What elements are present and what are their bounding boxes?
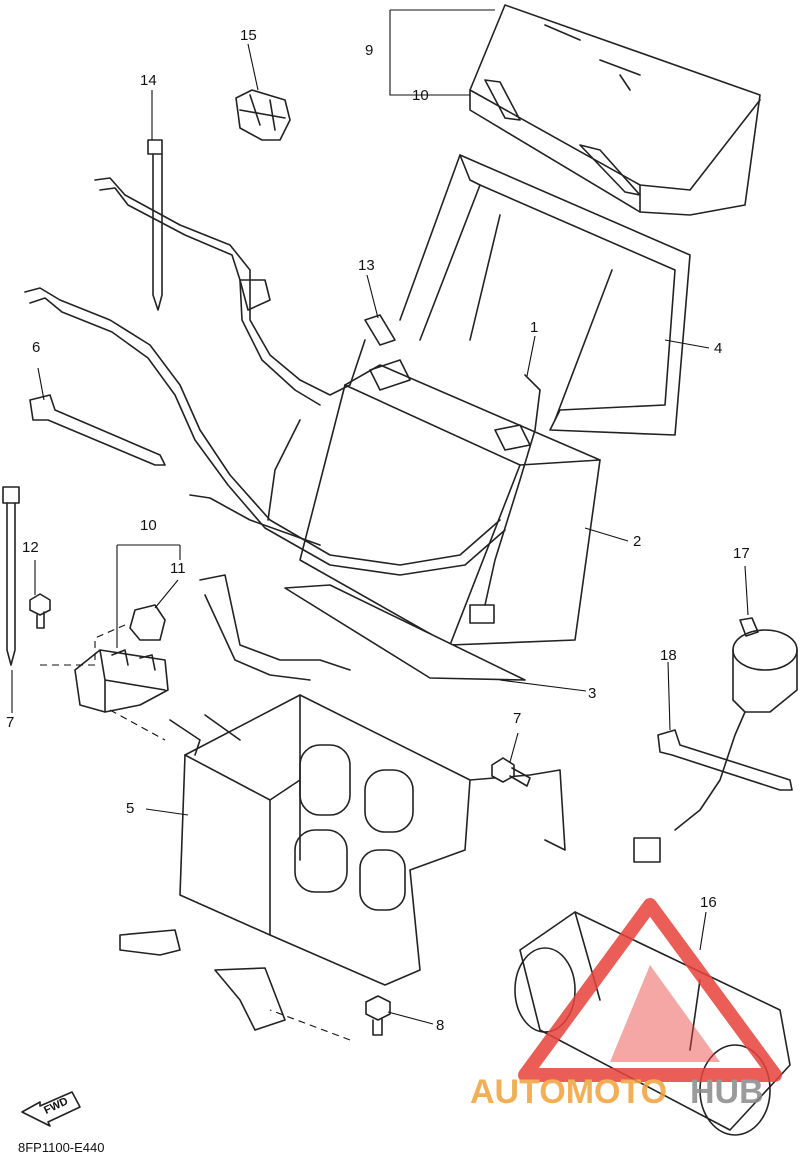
callout-19: 18 (660, 647, 677, 664)
fwd-arrow: FWD (21, 1091, 81, 1127)
fuse-12 (129, 604, 166, 641)
callout-labels: 9 10 15 14 13 1 4 6 10 11 12 2 17 18 3 7… (6, 27, 750, 1034)
battery-box (119, 574, 566, 1031)
cable-tie-19 (657, 729, 793, 791)
battery-cables (24, 177, 541, 606)
callout-16: 15 (240, 27, 257, 44)
diagram-code: 8FP1100-E440 (18, 1140, 105, 1155)
bolt-8 (365, 995, 391, 1036)
starter-relay (74, 649, 169, 713)
callout-7-right: 7 (513, 710, 521, 727)
bolt-7-right (491, 757, 531, 787)
watermark-text-1: AUTOMOTO (470, 1073, 667, 1111)
battery-cover (469, 4, 761, 216)
callout-10: 10 (412, 87, 429, 104)
battery-band (399, 154, 691, 436)
dc-socket-17 (633, 617, 798, 863)
battery-pad (284, 584, 526, 681)
watermark-triangle-icon (518, 898, 782, 1082)
callout-3: 3 (588, 685, 596, 702)
cable-tie-15 (147, 139, 163, 311)
clip-16 (235, 89, 291, 141)
bolt-13 (29, 593, 51, 629)
callout-8: 8 (436, 1017, 444, 1034)
callout-18: 16 (700, 894, 717, 911)
callout-13: 12 (22, 539, 39, 556)
cable-tie-6 (29, 394, 166, 466)
watermark-logo: AUTOMOTO HUB (470, 898, 782, 1111)
watermark-text-2: HUB (690, 1073, 764, 1111)
callout-15: 14 (140, 72, 157, 89)
callout-7-left: 7 (6, 714, 14, 731)
callout-9: 9 (365, 42, 373, 59)
callout-1: 1 (530, 319, 538, 336)
callout-12: 11 (170, 560, 186, 577)
callout-14: 13 (358, 257, 375, 274)
cable-tie-7 (2, 486, 20, 666)
callout-6: 6 (32, 339, 40, 356)
callout-17: 17 (733, 545, 750, 562)
callout-5: 5 (126, 800, 134, 817)
callout-11: 10 (140, 517, 157, 534)
callout-2: 2 (633, 533, 641, 550)
callout-4: 4 (714, 340, 722, 357)
leader-lines (11, 9, 749, 1041)
